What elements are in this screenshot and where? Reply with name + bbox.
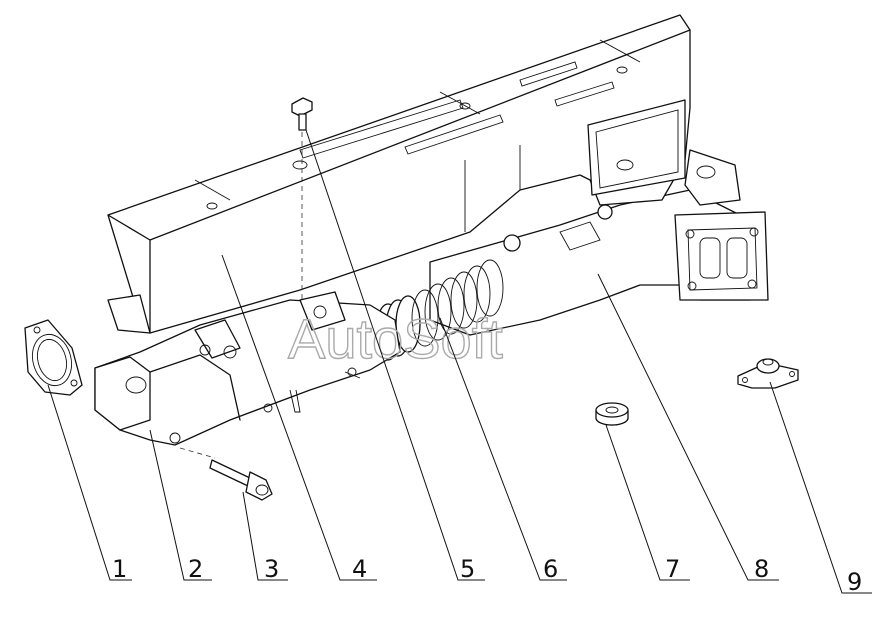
watermark-text: AutoSoft: [288, 307, 503, 370]
part-long-bolt: [179, 447, 273, 501]
callout-3: 3: [264, 555, 279, 583]
part-gasket: [24, 319, 83, 396]
callout-2: 2: [188, 555, 203, 583]
part-short-bolt: [291, 97, 313, 300]
leader-lines: [47, 129, 872, 594]
callout-4: 4: [352, 555, 367, 583]
callout-7: 7: [665, 555, 680, 583]
part-rear-manifold: [429, 149, 769, 336]
callout-9: 9: [847, 568, 862, 596]
part-flange-plate: [737, 358, 799, 389]
callout-6: 6: [543, 555, 558, 583]
callout-labels: 1 2 3 4 5 6 7 8 9: [112, 555, 862, 596]
callout-1: 1: [112, 555, 127, 583]
part-heat-shield: [107, 14, 691, 334]
callout-8: 8: [754, 555, 769, 583]
callout-5: 5: [460, 555, 475, 583]
part-front-manifold: [94, 291, 401, 446]
part-spacer: [595, 402, 629, 426]
